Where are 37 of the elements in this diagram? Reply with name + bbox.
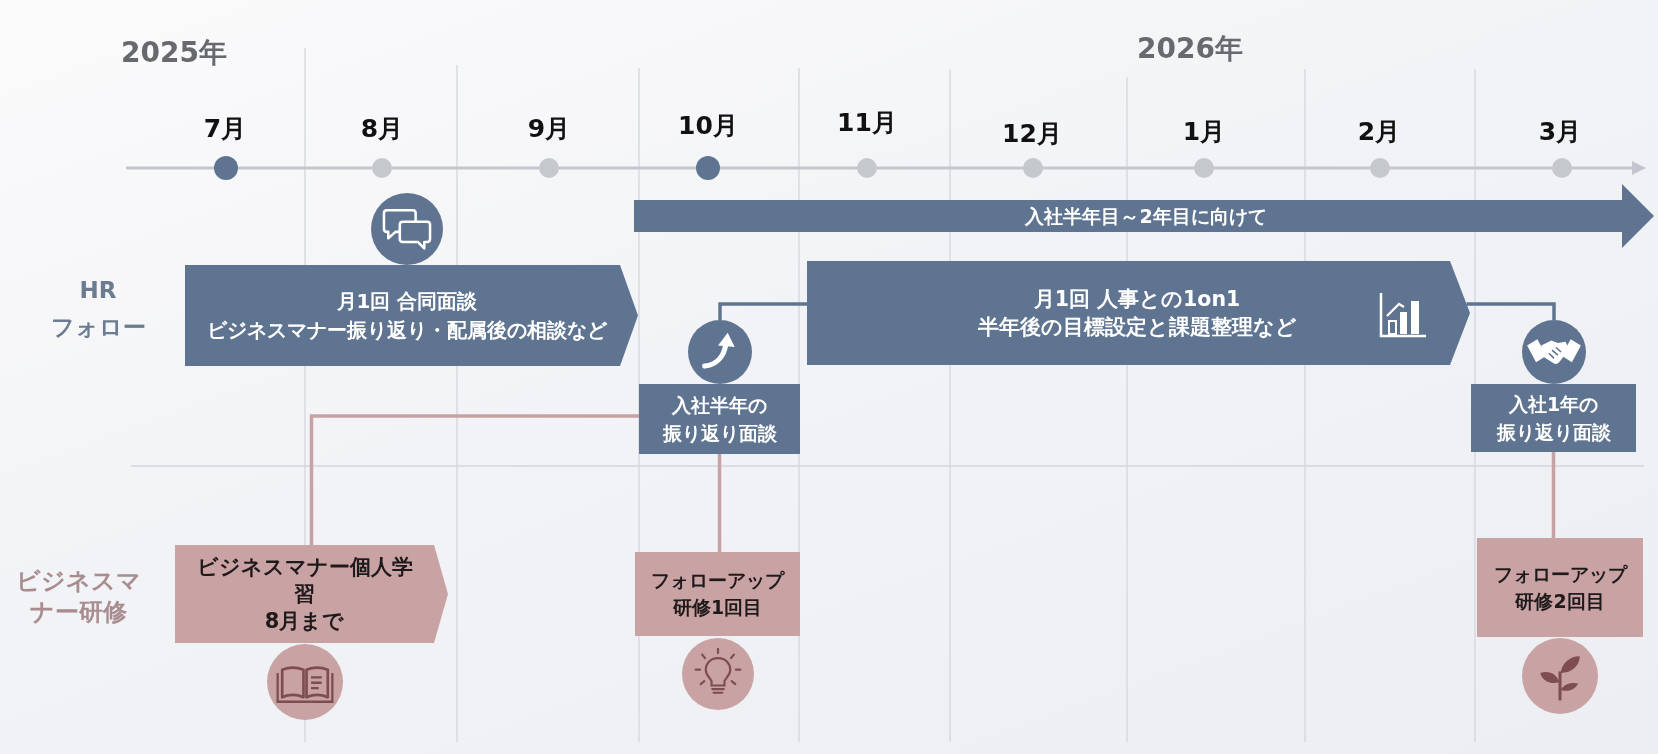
connector-line (718, 302, 807, 320)
month-label: 12月 (1002, 117, 1062, 149)
year-label: 2026年 (1137, 31, 1243, 67)
event-box (1477, 538, 1643, 637)
month-label: 9月 (527, 112, 571, 144)
arrow-banner (807, 261, 1470, 365)
node-title: 月1回 人事との1on1 (1033, 286, 1241, 313)
month-label: 2月 (1357, 115, 1401, 147)
arrow-banner (185, 265, 638, 366)
connector-line (1551, 452, 1556, 538)
node-title: ビジネスマナー個人学習 (195, 553, 414, 608)
month-label: 3月 (1538, 115, 1582, 147)
month-label: 11月 (837, 106, 897, 138)
connector-line (717, 454, 722, 552)
node-text: ビジネスマナー振り返り・配属後の相談など (207, 316, 607, 344)
node-text: 入社1年の振り返り面談 (1496, 392, 1611, 445)
month-label: 10月 (678, 109, 738, 141)
node-text: フォローアップ研修1回目 (651, 568, 784, 620)
node-text: 半年後の目標設定と課題整理など (977, 314, 1297, 341)
year-label: 2025年 (121, 35, 227, 71)
node-text: フォローアップ研修2回目 (1493, 561, 1627, 614)
month-label: 1月 (1182, 115, 1226, 147)
period-arrow (634, 184, 1654, 248)
connector-line (1466, 302, 1556, 320)
node-text: 8月まで (264, 607, 345, 635)
node-title: 月1回 合同面談 (336, 287, 478, 315)
event-box (635, 552, 800, 636)
event-box (639, 384, 800, 454)
month-label: 7月 (203, 112, 247, 144)
month-label: 8月 (360, 112, 404, 144)
event-box (1471, 384, 1636, 452)
arrow-banner (175, 545, 448, 643)
lane-label: HR フォロー (49, 276, 147, 342)
lane-label: ビジネスマナー研修 (14, 566, 142, 628)
node-text: 入社半年目～2年目に向けて (1025, 204, 1267, 229)
connector-line (309, 414, 639, 545)
node-text: 入社半年の振り返り面談 (662, 393, 777, 446)
